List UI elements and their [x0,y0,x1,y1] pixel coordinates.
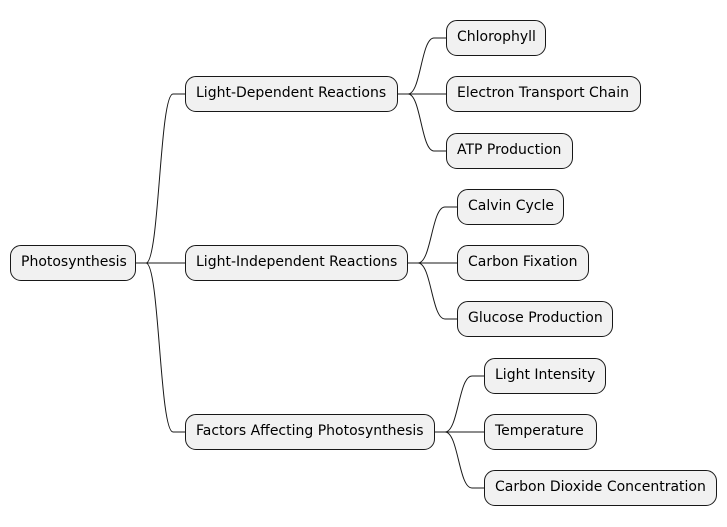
branch-node-light-dependent-reactions: Light-Dependent Reactions [185,76,398,112]
link-root-to-factors-affecting-photosynthesis [136,262,185,433]
leaf-node-atp-production: ATP Production [446,133,573,169]
leaf-node-light-intensity: Light Intensity [484,358,606,394]
link-factors-affecting-photosynthesis-to-light-intensity [435,375,484,433]
link-factors-affecting-photosynthesis-to-carbon-dioxide-concentration [435,431,484,489]
link-light-dependent-reactions-to-chlorophyll [398,37,446,95]
link-light-independent-reactions-to-calvin-cycle [408,206,457,264]
leaf-node-electron-transport-chain: Electron Transport Chain [446,76,641,112]
leaf-node-calvin-cycle: Calvin Cycle [457,189,564,225]
link-light-independent-reactions-to-glucose-production [408,262,457,320]
link-root-to-light-dependent-reactions [136,93,185,264]
leaf-node-temperature: Temperature [484,414,597,450]
branch-node-light-independent-reactions: Light-Independent Reactions [185,245,408,281]
link-light-dependent-reactions-to-atp-production [398,93,446,152]
leaf-node-carbon-dioxide-concentration: Carbon Dioxide Concentration [484,470,717,506]
root-node-photosynthesis: Photosynthesis [10,245,136,281]
leaf-node-chlorophyll: Chlorophyll [446,20,546,56]
leaf-node-carbon-fixation: Carbon Fixation [457,245,589,281]
branch-node-factors-affecting-photosynthesis: Factors Affecting Photosynthesis [185,414,435,450]
leaf-node-glucose-production: Glucose Production [457,301,613,337]
